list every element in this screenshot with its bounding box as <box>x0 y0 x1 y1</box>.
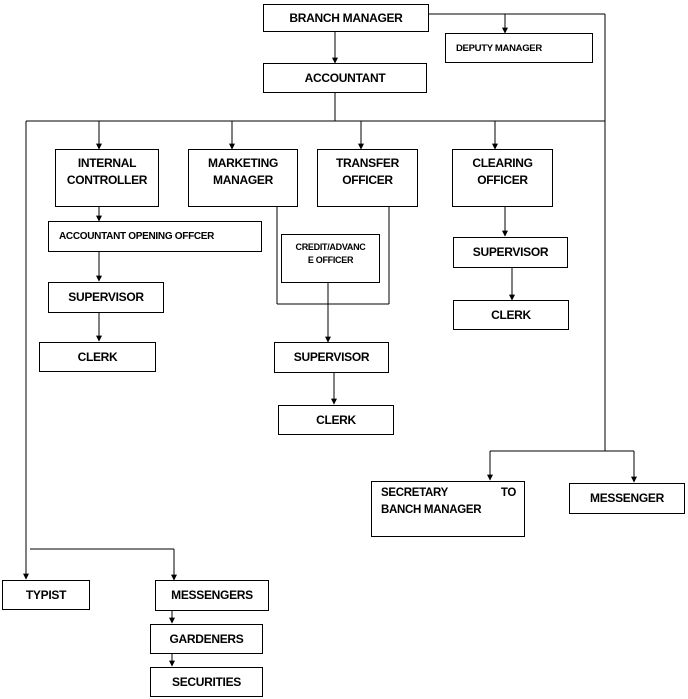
typist-box: TYPIST <box>2 580 90 610</box>
supervisor-right-label: SUPERVISOR <box>472 245 549 259</box>
clerk-right-label: CLERK <box>491 307 531 322</box>
messenger-box: MESSENGER <box>569 483 685 514</box>
internal-controller-line-1: INTERNAL <box>77 156 137 170</box>
clearing-officer-line-1: CLEARING <box>472 156 533 170</box>
secretary-line-1a: SECRETARY <box>381 487 448 499</box>
gardeners-label: GARDENERS <box>169 631 244 646</box>
transfer-officer-line-2: OFFICER <box>342 173 393 187</box>
branch-manager-box: BRANCH MANAGER <box>263 4 429 32</box>
supervisor-right-box: SUPERVISOR <box>453 237 568 268</box>
clerk-right-box: CLERK <box>453 300 569 330</box>
clerk-mid-label: CLERK <box>316 412 356 427</box>
marketing-manager-line-1: MARKETING <box>208 156 278 170</box>
credit-advance-line-1: CREDIT/ADVANC <box>295 242 366 252</box>
clearing-officer-line-2: OFFICER <box>477 173 528 187</box>
clerk-left-label: CLERK <box>77 349 118 364</box>
account-opening-officer-box: ACCOUNTANT OPENING OFFCER <box>48 221 262 252</box>
gardeners-box: GARDENERS <box>150 624 263 654</box>
securities-box: SECURITIES <box>150 667 263 697</box>
accountant-label: ACCOUNTANT <box>304 70 386 85</box>
branch-manager-label: BRANCH MANAGER <box>289 10 403 25</box>
clearing-officer-box: CLEARING OFFICER <box>452 149 553 207</box>
transfer-officer-box: TRANSFER OFFICER <box>317 149 418 207</box>
securities-label: SECURITIES <box>171 674 241 689</box>
internal-controller-line-2: CONTROLLER <box>66 173 148 187</box>
credit-advance-officer-box: CREDIT/ADVANC E OFFICER <box>281 234 380 283</box>
transfer-officer-line-1: TRANSFER <box>336 156 399 170</box>
secretary-line-1b: TO <box>500 487 516 499</box>
supervisor-left-label: SUPERVISOR <box>68 290 144 304</box>
messenger-label: MESSENGER <box>590 491 664 505</box>
deputy-manager-box: DEPUTY MANAGER <box>445 33 593 63</box>
deputy-manager-label: DEPUTY MANAGER <box>456 42 542 54</box>
supervisor-left-box: SUPERVISOR <box>48 282 164 313</box>
account-opening-officer-label: ACCOUNTANT OPENING OFFCER <box>59 231 215 242</box>
messengers-box: MESSENGERS <box>155 580 269 611</box>
supervisor-mid-box: SUPERVISOR <box>274 342 389 373</box>
messengers-label: MESSENGERS <box>171 588 253 602</box>
accountant-box: ACCOUNTANT <box>263 63 427 93</box>
typist-label: TYPIST <box>25 587 67 602</box>
internal-controller-box: INTERNAL CONTROLLER <box>55 149 159 207</box>
secretary-line-2: BANCH MANAGER <box>381 504 482 516</box>
clerk-mid-box: CLERK <box>278 405 394 435</box>
supervisor-mid-label: SUPERVISOR <box>293 350 370 364</box>
secretary-box: SECRETARY TO BANCH MANAGER <box>371 481 525 537</box>
marketing-manager-line-2: MANAGER <box>213 173 273 187</box>
marketing-manager-box: MARKETING MANAGER <box>188 149 298 207</box>
credit-advance-line-2: E OFFICER <box>307 255 354 265</box>
clerk-left-box: CLERK <box>39 342 156 372</box>
